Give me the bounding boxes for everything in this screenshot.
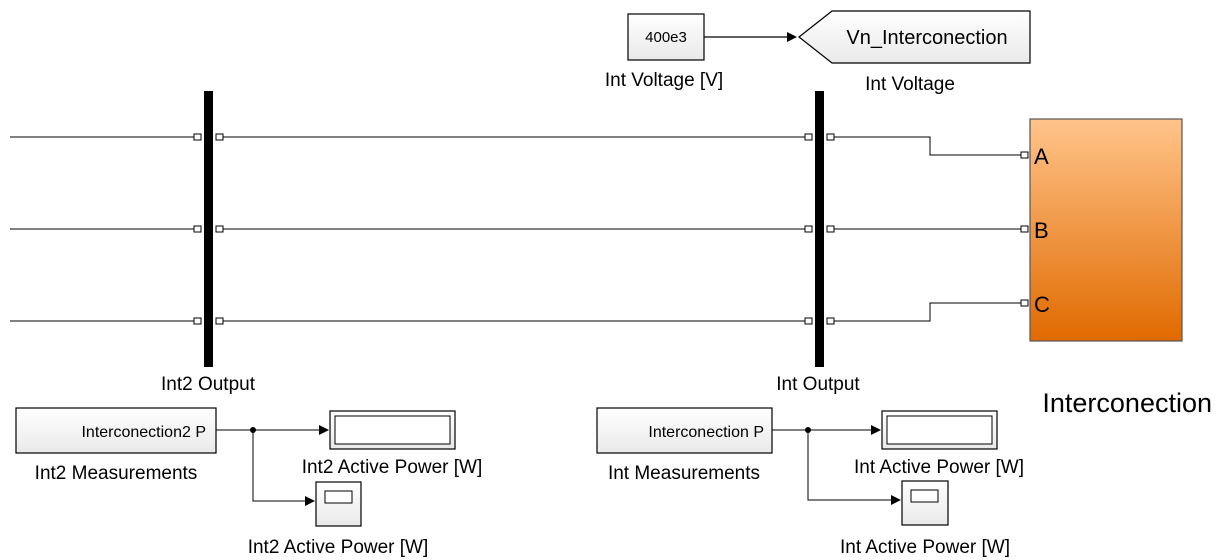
- bus-right[interactable]: [804, 91, 835, 367]
- subsystem-port-b-label: B: [1034, 218, 1049, 243]
- bus-port: [193, 317, 202, 325]
- phase-c-output-line[interactable]: [834, 302, 1021, 322]
- interconection-subsystem[interactable]: A B C: [1020, 118, 1183, 342]
- constant-block[interactable]: 400e3: [627, 13, 705, 61]
- bus-port: [193, 133, 202, 141]
- left-display-block[interactable]: [329, 410, 456, 450]
- right-display-block[interactable]: [881, 410, 998, 450]
- goto-block[interactable]: Vn_Interconection: [798, 10, 1031, 64]
- bus-port: [804, 225, 813, 233]
- subsystem-caption: Interconection: [1042, 388, 1212, 418]
- constant-value: 400e3: [645, 29, 687, 46]
- left-from-caption: Int2 Measurements: [35, 463, 198, 484]
- bus-left[interactable]: [193, 91, 224, 367]
- subsystem-port-a: [1020, 151, 1029, 159]
- arrow-head: [305, 496, 315, 506]
- right-from-block[interactable]: Interconection P: [596, 407, 773, 454]
- bus-port: [215, 133, 224, 141]
- bus-port: [826, 225, 835, 233]
- right-scope-caption: Int Active Power [W]: [840, 537, 1010, 558]
- bus-left-caption: Int2 Output: [161, 374, 256, 395]
- bus-port: [215, 225, 224, 233]
- signal-line[interactable]: [252, 430, 306, 502]
- bus-port: [193, 225, 202, 233]
- signal-line[interactable]: [807, 430, 892, 501]
- arrow-head: [319, 425, 329, 435]
- bus-port: [804, 317, 813, 325]
- arrow-head: [787, 32, 797, 42]
- scope-icon: [910, 489, 939, 503]
- subsystem-port-a-label: A: [1034, 144, 1049, 169]
- left-from-block[interactable]: Interconection2 P: [15, 407, 217, 454]
- subsystem-port-b: [1020, 225, 1029, 233]
- right-scope-block[interactable]: [901, 480, 949, 526]
- right-display-caption: Int Active Power [W]: [854, 457, 1024, 478]
- subsystem-port-c: [1020, 299, 1029, 307]
- goto-tag: Vn_Interconection: [846, 27, 1007, 49]
- bus-port: [826, 317, 835, 325]
- goto-caption: Int Voltage: [865, 74, 955, 95]
- bus-port: [826, 133, 835, 141]
- left-from-tag: Interconection2 P: [81, 424, 206, 441]
- bus-port: [804, 133, 813, 141]
- arrow-head: [871, 425, 881, 435]
- right-from-tag: Interconection P: [648, 424, 764, 441]
- left-scope-block[interactable]: [315, 481, 362, 527]
- arrow-head: [891, 495, 901, 505]
- left-scope-caption: Int2 Active Power [W]: [248, 537, 429, 558]
- bus-right-caption: Int Output: [776, 374, 860, 395]
- phase-a-output-line[interactable]: [834, 136, 1021, 156]
- scope-icon: [324, 490, 353, 504]
- constant-caption: Int Voltage [V]: [605, 70, 723, 91]
- bus-port: [215, 317, 224, 325]
- subsystem-port-c-label: C: [1034, 292, 1050, 317]
- left-display-caption: Int2 Active Power [W]: [302, 457, 483, 478]
- right-from-caption: Int Measurements: [608, 463, 760, 484]
- phase-lines: [10, 136, 1021, 322]
